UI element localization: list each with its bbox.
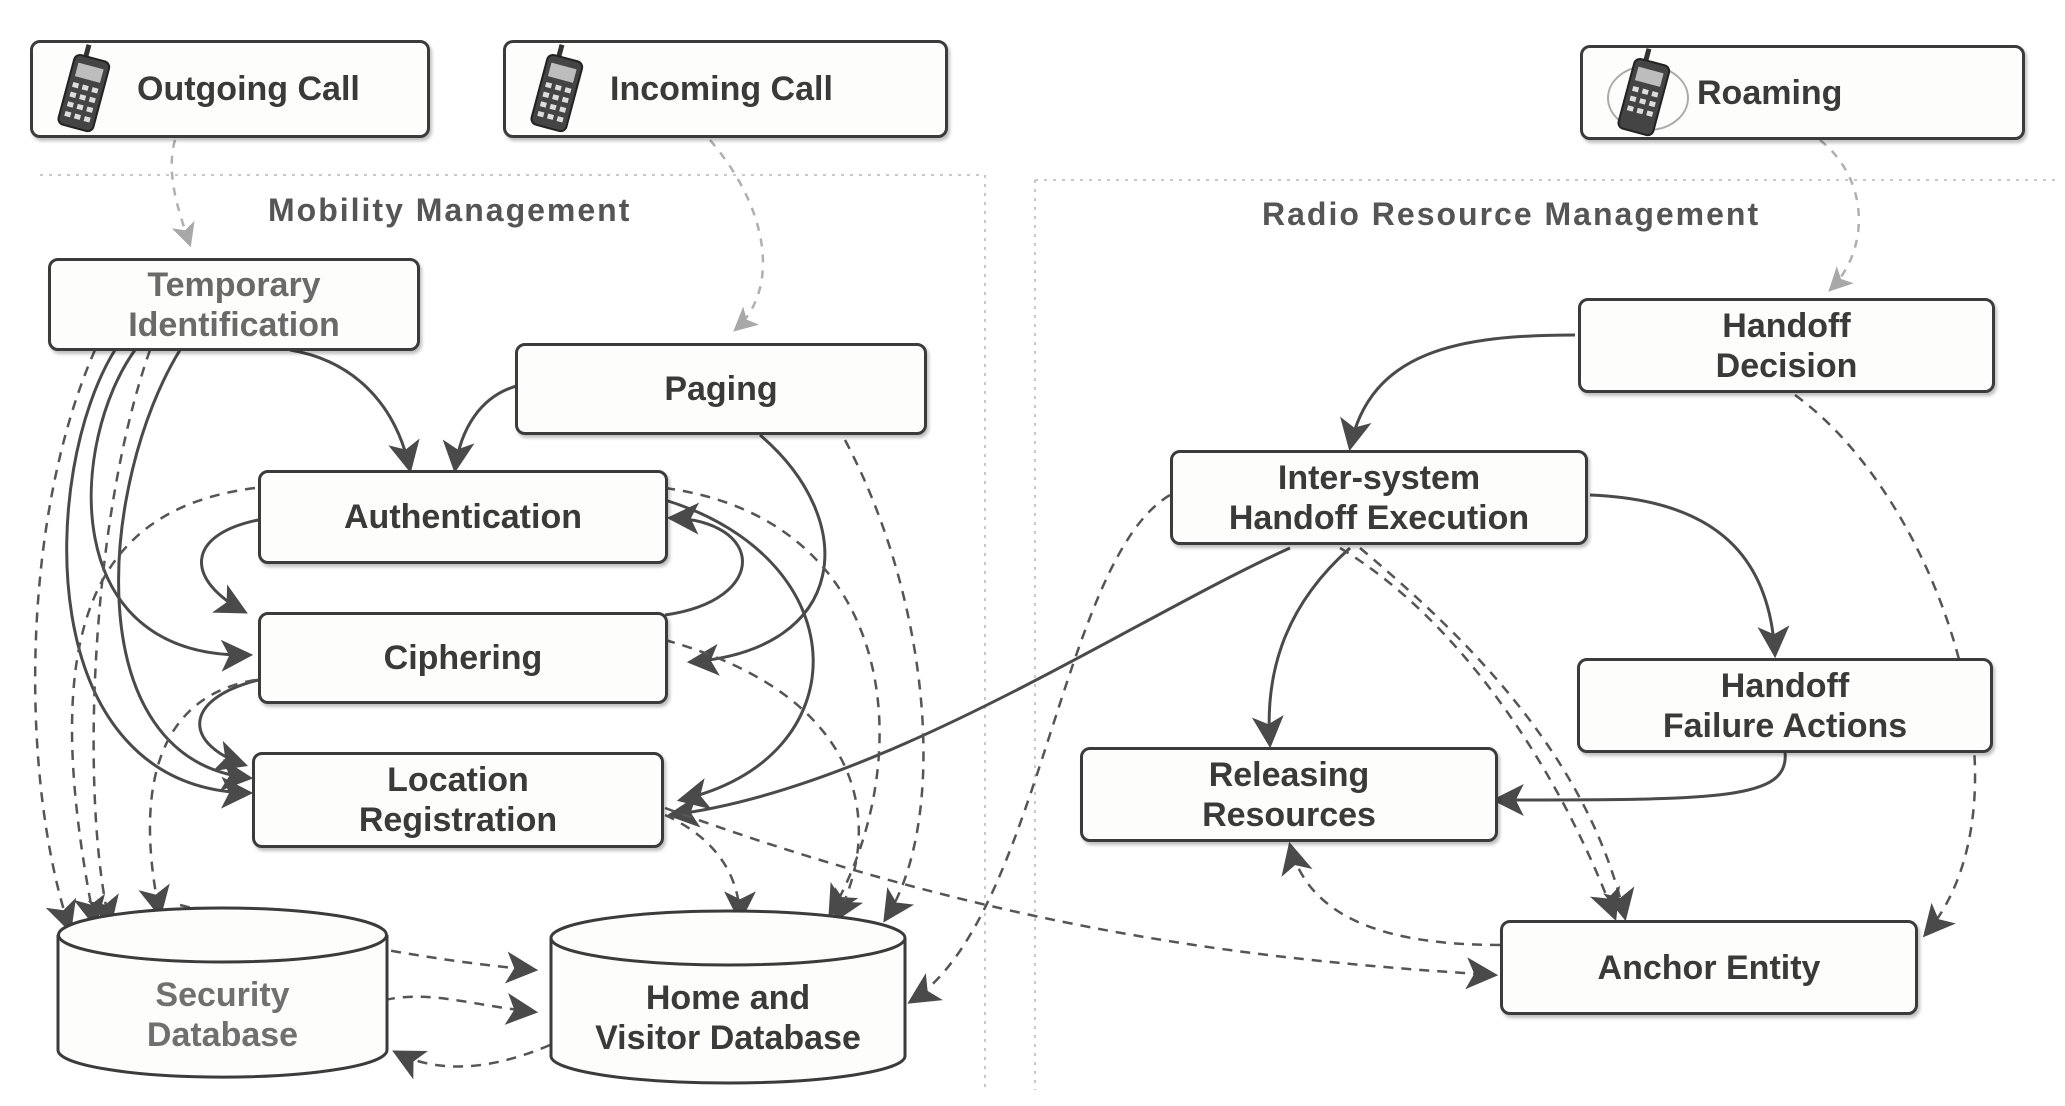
arrow-handoff-to-intersys [1340, 333, 1576, 452]
location-registration-box: Location Registration [252, 752, 664, 848]
dash-auth-to-security [70, 486, 256, 929]
mobile-phone-icon [530, 44, 584, 133]
arrow-roaming-to-handoff [1819, 139, 1860, 292]
home-visitor-database: Home and Visitor Database [548, 908, 908, 1086]
outgoing-call-label: Outgoing Call [137, 70, 360, 108]
security-database-label: Security Database [146, 976, 299, 1054]
outgoing-call-box: Outgoing Call [30, 40, 430, 138]
dash-locreg-to-anchor [664, 806, 1499, 990]
dash-tempid-to-security [33, 349, 97, 934]
roaming-box: Roaming [1580, 45, 2025, 140]
roaming-label: Roaming [1697, 73, 1843, 112]
mobile-phone-icon [1607, 47, 1689, 136]
arrow-auth-to-locreg [664, 498, 815, 810]
dash-anchor-to-releasing [1281, 841, 1501, 947]
arrow-tempid-to-ciph [89, 349, 254, 672]
dash-locreg-to-homedb [664, 813, 756, 924]
arrow-incoming-to-paging [709, 139, 765, 332]
paging-box: Paging [515, 343, 927, 435]
handoff-failure-actions-box: Handoff Failure Actions [1577, 658, 1993, 753]
dash-intersys-to-anchor-2 [1339, 546, 1620, 921]
arrow-ciph-to-locreg [198, 678, 259, 772]
incoming-call-box: Incoming Call [503, 40, 948, 138]
inter-system-handoff-execution-box: Inter-system Handoff Execution [1170, 450, 1588, 545]
arrow-tempid-to-auth [289, 348, 420, 474]
dash-homedb-to-security [392, 1043, 551, 1080]
dash-tempid-to-security-2 [87, 349, 152, 929]
mobility-management-title: Mobility Management [268, 192, 632, 228]
radio-resource-management-title: Radio Resource Management [1262, 196, 1761, 232]
dash-intersys-to-anchor [1359, 547, 1635, 922]
dash-intersys-to-homedb [907, 493, 1171, 1004]
arrow-paging-to-auth [442, 383, 521, 474]
dash-ciph-to-homedb [664, 638, 864, 923]
anchor-entity-box: Anchor Entity [1500, 920, 1918, 1015]
arrow-paging-to-ciph [686, 433, 827, 676]
authentication-box: Authentication [258, 470, 668, 564]
temporary-identification-box: Temporary Identification [48, 258, 420, 351]
arrow-auth-to-ciph-left [200, 518, 259, 614]
dash-ciph-to-security [138, 678, 256, 919]
arrow-failure-to-releasing [1491, 751, 1787, 816]
arrow-intersys-to-locreg [666, 546, 1291, 828]
security-database: Security Database [55, 905, 390, 1080]
incoming-call-label: Incoming Call [610, 70, 833, 108]
arrow-outgoing-to-tempid [170, 139, 195, 248]
dash-handoff-to-anchor [1794, 393, 1977, 938]
arrow-tempid-to-locreg-2 [117, 349, 254, 791]
arrow-ciph-to-auth-loop [664, 502, 744, 617]
arrow-tempid-to-locreg [65, 349, 254, 809]
arrow-intersys-to-releasing [1251, 546, 1351, 749]
security-database-cylinder [56, 906, 389, 1079]
releasing-resources-box: Releasing Resources [1080, 747, 1498, 842]
dash-auth-to-homedb [664, 486, 881, 918]
arrow-intersys-to-failure [1589, 493, 1790, 659]
ciphering-box: Ciphering [258, 612, 668, 704]
dash-paging-to-homedb [843, 439, 925, 923]
dash-security-to-homedb [384, 993, 539, 1025]
home-visitor-database-label: Home and Visitor Database [595, 979, 861, 1057]
home-visitor-database-cylinder [549, 909, 907, 1085]
mobile-phone-icon [57, 44, 111, 133]
handoff-decision-box: Handoff Decision [1578, 298, 1995, 393]
